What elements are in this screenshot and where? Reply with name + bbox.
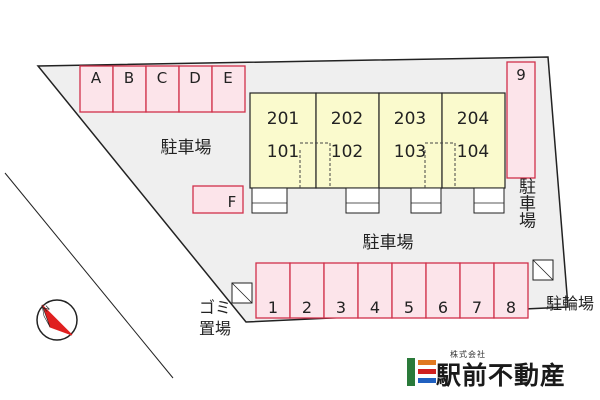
unit-201: 201 [267, 109, 299, 129]
slot-label-1: 1 [268, 298, 278, 317]
label-garbage-line1: ゴミ [199, 298, 231, 317]
label-garbage-line2: 置場 [199, 319, 231, 338]
slot-label-9: 9 [516, 66, 526, 84]
bicycle-box-diagonal [532, 259, 554, 281]
compass-label: N [42, 304, 51, 313]
label-parking-center: 駐車場 [363, 233, 414, 253]
label-parking-main: 駐車場 [161, 138, 212, 158]
slot-label-3: 3 [336, 298, 346, 317]
slot-label-c: C [157, 69, 167, 87]
unit-203: 203 [394, 109, 426, 129]
unit-block-2 [315, 92, 380, 189]
balcony-4 [473, 187, 505, 214]
slot-label-f: F [228, 193, 237, 211]
unit-204: 204 [457, 109, 489, 129]
parking-slot-e [211, 65, 246, 113]
company-type-label: 株式会社 [450, 350, 486, 359]
compass-icon: N [36, 299, 78, 341]
slots-bottom: 1 2 3 4 5 6 7 8 [255, 262, 529, 319]
slot-label-a: A [91, 69, 102, 87]
parking-slot-a [79, 65, 114, 113]
slot-label-e: E [223, 69, 232, 87]
slot-label-7: 7 [472, 298, 482, 317]
slot-label-8: 8 [506, 298, 516, 317]
balcony-2 [345, 187, 380, 214]
unit-block-4 [441, 92, 506, 189]
parking-slot-d [178, 65, 213, 113]
unit-102: 102 [331, 142, 363, 162]
parking-slot-2 [289, 262, 325, 319]
slot-label-6: 6 [438, 298, 448, 317]
unit-block-1 [249, 92, 317, 189]
slot-label-b: B [124, 69, 134, 87]
garbage-box-diagonal [231, 282, 253, 304]
parking-slot-1 [255, 262, 291, 319]
slot-label-2: 2 [302, 298, 312, 317]
parking-slot-7 [459, 262, 495, 319]
label-parking-right: 駐車場 [515, 177, 536, 229]
parking-slot-6 [425, 262, 461, 319]
balcony-1 [251, 187, 288, 214]
label-bicycle: 駐輪場 [546, 294, 594, 313]
balcony-3 [410, 187, 442, 214]
parking-slot-8 [493, 262, 529, 319]
parking-slot-f [192, 185, 244, 214]
parking-slot-c [145, 65, 180, 113]
stair-lines [299, 142, 456, 188]
company-name: 駅前不動産 [436, 361, 567, 390]
unit-104: 104 [457, 142, 489, 162]
slot-label-4: 4 [370, 298, 380, 317]
slot-label-5: 5 [404, 298, 414, 317]
parking-slot-3 [323, 262, 359, 319]
road-line [4, 172, 174, 379]
unit-101: 101 [267, 142, 299, 162]
unit-202: 202 [331, 109, 363, 129]
slots-top: A B C D E [79, 65, 246, 113]
unit-103: 103 [394, 142, 426, 162]
slot-label-d: D [189, 69, 201, 87]
apartment-building: 201 202 203 204 101 102 103 104 [249, 92, 506, 214]
company-logo-icon [407, 358, 436, 386]
unit-block-3 [378, 92, 443, 189]
parking-slot-9 [506, 61, 536, 179]
